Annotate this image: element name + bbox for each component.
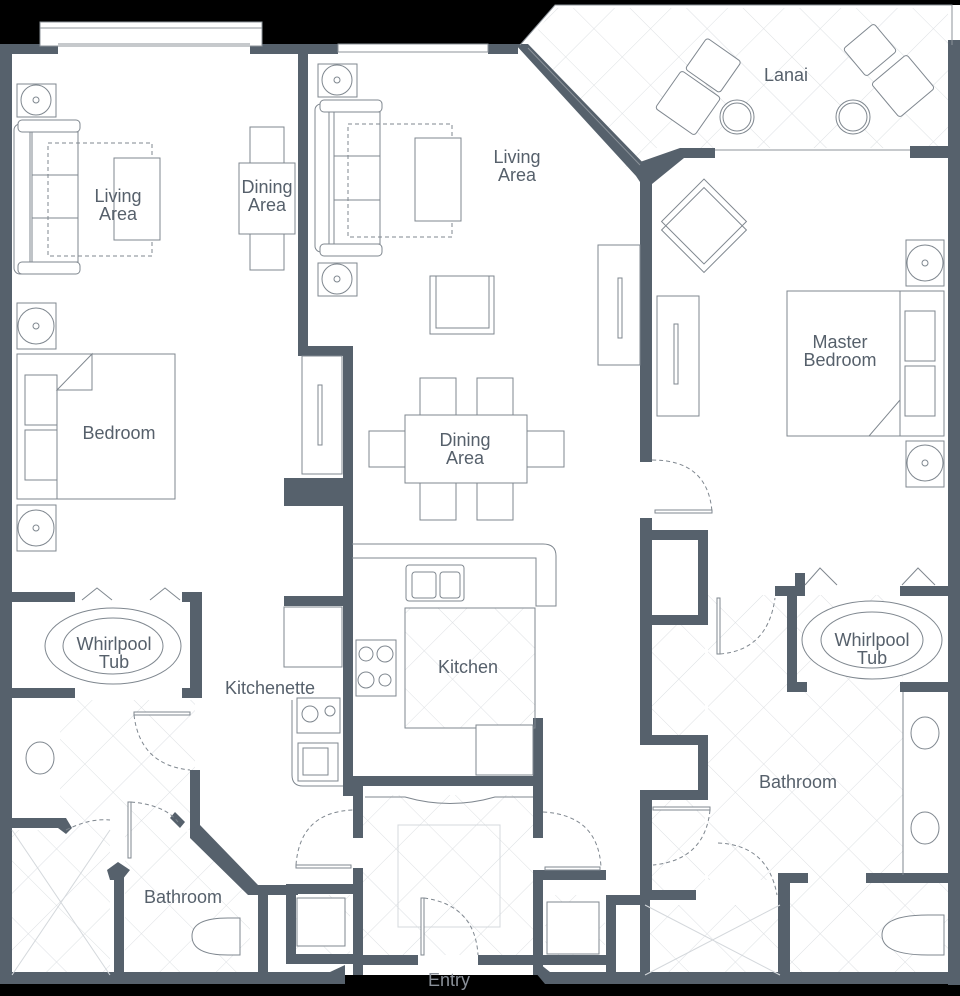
- furniture: [11, 24, 945, 976]
- walls: [0, 40, 960, 985]
- windows: [39, 4, 953, 166]
- doors: [65, 459, 778, 956]
